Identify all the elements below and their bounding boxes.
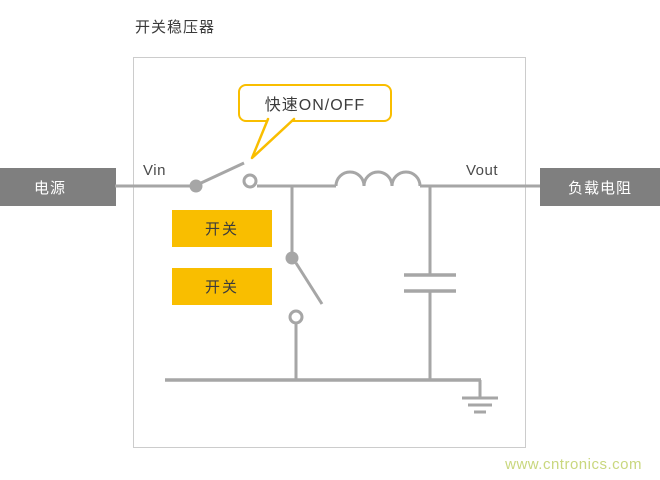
power-source-block: 电源	[0, 168, 116, 206]
vout-label: Vout	[466, 162, 499, 179]
switch-tag-1: 开关	[172, 210, 272, 247]
watermark: www.cntronics.com	[505, 456, 642, 473]
load-resistor-label: 负载电阻	[567, 179, 632, 197]
switch-tag-2: 开关	[172, 268, 272, 305]
vin-label: Vin	[143, 162, 166, 179]
power-source-label: 电源	[34, 179, 67, 197]
switch-tag-1-label: 开关	[204, 221, 239, 238]
fast-onoff-callout-label: 快速ON/OFF	[264, 97, 366, 114]
load-resistor-block: 负载电阻	[540, 168, 660, 206]
page-title: 开关稳压器	[135, 19, 216, 36]
fast-onoff-callout: 快速ON/OFF	[238, 84, 392, 122]
switch-tag-2-label: 开关	[204, 279, 239, 296]
regulator-boundary-box	[133, 57, 526, 448]
